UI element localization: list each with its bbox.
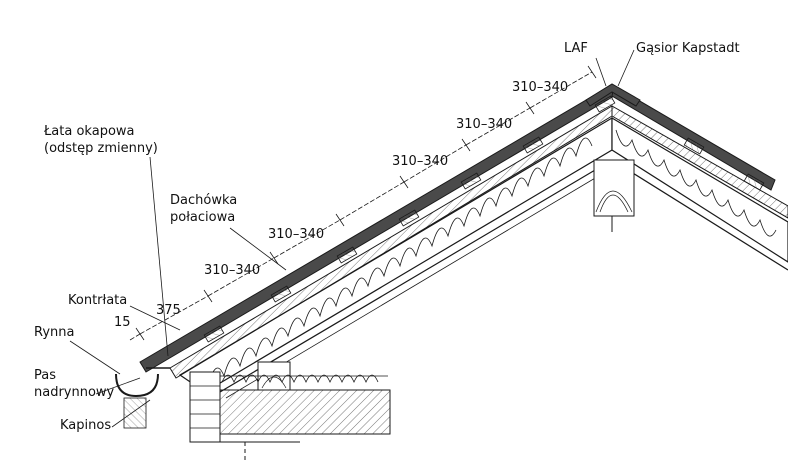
ridge-beam: [593, 159, 635, 232]
gutter-shape: [115, 367, 170, 429]
label-gutter-hook: Kapinos: [60, 418, 112, 433]
dimension-3: 310–340: [392, 154, 449, 169]
label-roof-tile-2: połaciowa: [170, 210, 236, 225]
ridge-cap: [585, 83, 641, 107]
label-drip-edge-2: nadrynnowy: [34, 385, 115, 400]
left-slope: [139, 85, 615, 399]
label-roof-tile-1: Dachówka: [170, 193, 238, 208]
dimension-6: 375: [156, 303, 181, 318]
label-eaves-batten-1: Łata okapowa: [44, 124, 135, 139]
dimension-lines: [129, 65, 597, 341]
label-eaves-batten-2: (odstęp zmienny): [44, 141, 158, 156]
battens: [203, 95, 765, 343]
dimension-1: 310–340: [512, 80, 569, 95]
label-ridge-tile: Gąsior Kapstadt: [636, 41, 740, 56]
label-counter-batten: Kontrłata: [68, 293, 128, 308]
wall: [189, 361, 391, 460]
dimension-7: 15: [114, 315, 131, 330]
right-slope: [611, 85, 788, 271]
insulation-left: [207, 137, 593, 387]
dimension-2: 310–340: [456, 117, 513, 132]
dimension-4: 310–340: [268, 227, 325, 242]
label-gutter: Rynna: [34, 325, 75, 340]
dimension-5: 310–340: [204, 263, 261, 278]
label-laf: LAF: [564, 41, 588, 56]
label-drip-edge-1: Pas: [34, 368, 56, 383]
leader-lines: [69, 49, 635, 428]
insulation-right: [615, 129, 777, 237]
